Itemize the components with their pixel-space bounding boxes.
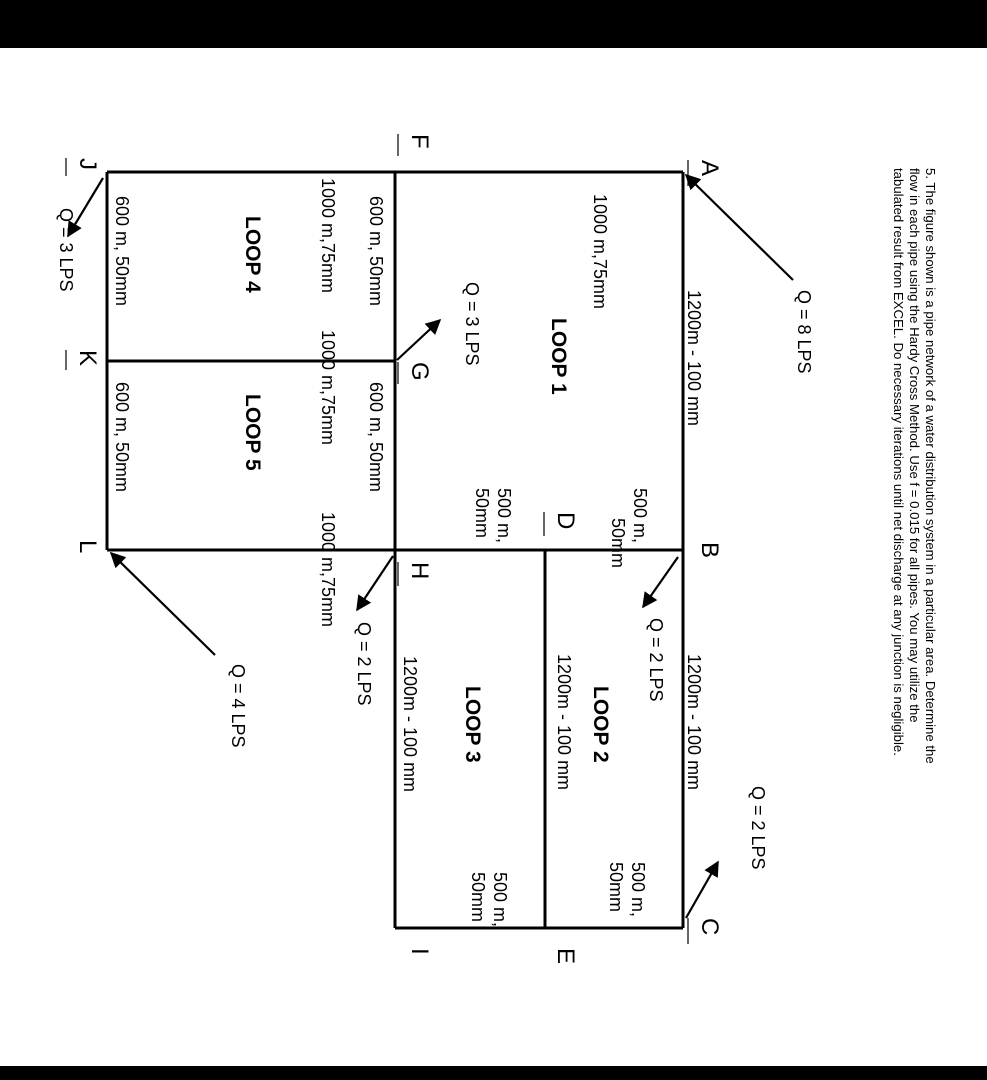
node-l: L bbox=[74, 540, 101, 553]
flow-label-b: Q = 2 LPS bbox=[646, 618, 666, 702]
flow-label-g: Q = 3 LPS bbox=[462, 282, 482, 366]
loop-labels: LOOP 1 LOOP 2 LOOP 3 LOOP 4 LOOP 5 bbox=[241, 216, 612, 763]
problem-statement: 5. The figure shown is a pipe network of… bbox=[891, 168, 938, 764]
pipe-label-dh-length: 500 m, bbox=[494, 488, 514, 543]
bottom-black-bar bbox=[0, 1066, 987, 1080]
pipe-label-ec-length: 500 m, bbox=[628, 862, 648, 917]
flow-label-a: Q = 8 LPS bbox=[794, 290, 814, 374]
node-j: J bbox=[74, 158, 101, 170]
flow-label-l: Q = 4 LPS bbox=[228, 664, 248, 748]
loop-4-label: LOOP 4 bbox=[241, 216, 264, 293]
pipe-label-hi: 1200m - 100 mm bbox=[400, 656, 420, 792]
node-i: I bbox=[406, 948, 433, 955]
pipe-label-jf: 1000 m,75mm bbox=[318, 178, 338, 293]
node-d: D bbox=[552, 512, 579, 529]
pipe-label-bd-length: 500 m, bbox=[630, 488, 650, 543]
arrow-outflow-b bbox=[642, 556, 679, 609]
node-g: G bbox=[406, 362, 433, 381]
arrow-outflow-h bbox=[356, 555, 394, 612]
pipe-label-bc: 1200m - 100 mm bbox=[684, 654, 704, 790]
loop-5-label: LOOP 5 bbox=[241, 394, 264, 471]
problem-line-3: tabulated result from EXCEL. Do necessar… bbox=[891, 168, 906, 756]
node-b: B bbox=[696, 542, 723, 558]
node-a: A bbox=[696, 160, 723, 176]
node-k: K bbox=[74, 350, 101, 366]
node-f: F bbox=[406, 134, 433, 149]
flow-arrows bbox=[67, 173, 794, 919]
pipe-label-de: 1200m - 100 mm bbox=[554, 654, 574, 790]
loop-1-label: LOOP 1 bbox=[547, 318, 570, 395]
loop-2-label: LOOP 2 bbox=[589, 686, 612, 763]
pipe-label-lh: 1000 m,75mm bbox=[318, 512, 338, 627]
pipe-label-bd-diameter: 50mm bbox=[608, 518, 628, 568]
pipe-label-ec-diameter: 50mm bbox=[606, 862, 626, 912]
loop-3-label: LOOP 3 bbox=[461, 686, 484, 763]
pipe-label-fa: 1000 m,75mm bbox=[590, 194, 610, 309]
problem-line-1: 5. The figure shown is a pipe network of… bbox=[923, 168, 938, 764]
problem-line-2: flow in each pipe using the Hardy Cross … bbox=[907, 168, 922, 723]
flow-labels: Q = 8 LPS Q = 2 LPS Q = 2 LPS Q = 3 LPS … bbox=[56, 208, 814, 870]
pipe-label-ie-length: 500 m, bbox=[490, 872, 510, 927]
pipe-label-jk: 600 m, 50mm bbox=[112, 196, 132, 306]
node-h: H bbox=[406, 562, 433, 579]
arrow-inflow-l bbox=[109, 551, 216, 656]
node-c: C bbox=[696, 918, 723, 935]
pipe-label-kg: 1000 m,75mm bbox=[318, 330, 338, 445]
flow-label-h: Q = 2 LPS bbox=[354, 622, 374, 706]
pipes bbox=[105, 170, 685, 930]
pipe-label-fg: 600 m, 50mm bbox=[366, 196, 386, 306]
node-e: E bbox=[552, 948, 579, 964]
arrow-outflow-j bbox=[67, 177, 104, 238]
pipe-label-kl: 600 m, 50mm bbox=[112, 382, 132, 492]
pipe-label-ie-diameter: 50mm bbox=[468, 872, 488, 922]
pipe-label-dh-diameter: 50mm bbox=[472, 488, 492, 538]
arrow-inflow-a bbox=[684, 173, 794, 281]
pipe-labels: 1000 m,75mm 1200m - 100 mm 1200m - 100 m… bbox=[112, 178, 704, 927]
node-labels: A B C D E F G H I J K L bbox=[65, 134, 723, 964]
pipe-label-ab: 1200m - 100 mm bbox=[684, 290, 704, 426]
flow-label-c: Q = 2 LPS bbox=[748, 786, 768, 870]
pipe-label-gh: 600 m, 50mm bbox=[366, 382, 386, 492]
arrow-outflow-c bbox=[685, 860, 719, 919]
flow-label-j: Q = 3 LPS bbox=[56, 208, 76, 292]
arrow-outflow-g bbox=[396, 318, 442, 361]
top-black-bar bbox=[0, 0, 987, 48]
